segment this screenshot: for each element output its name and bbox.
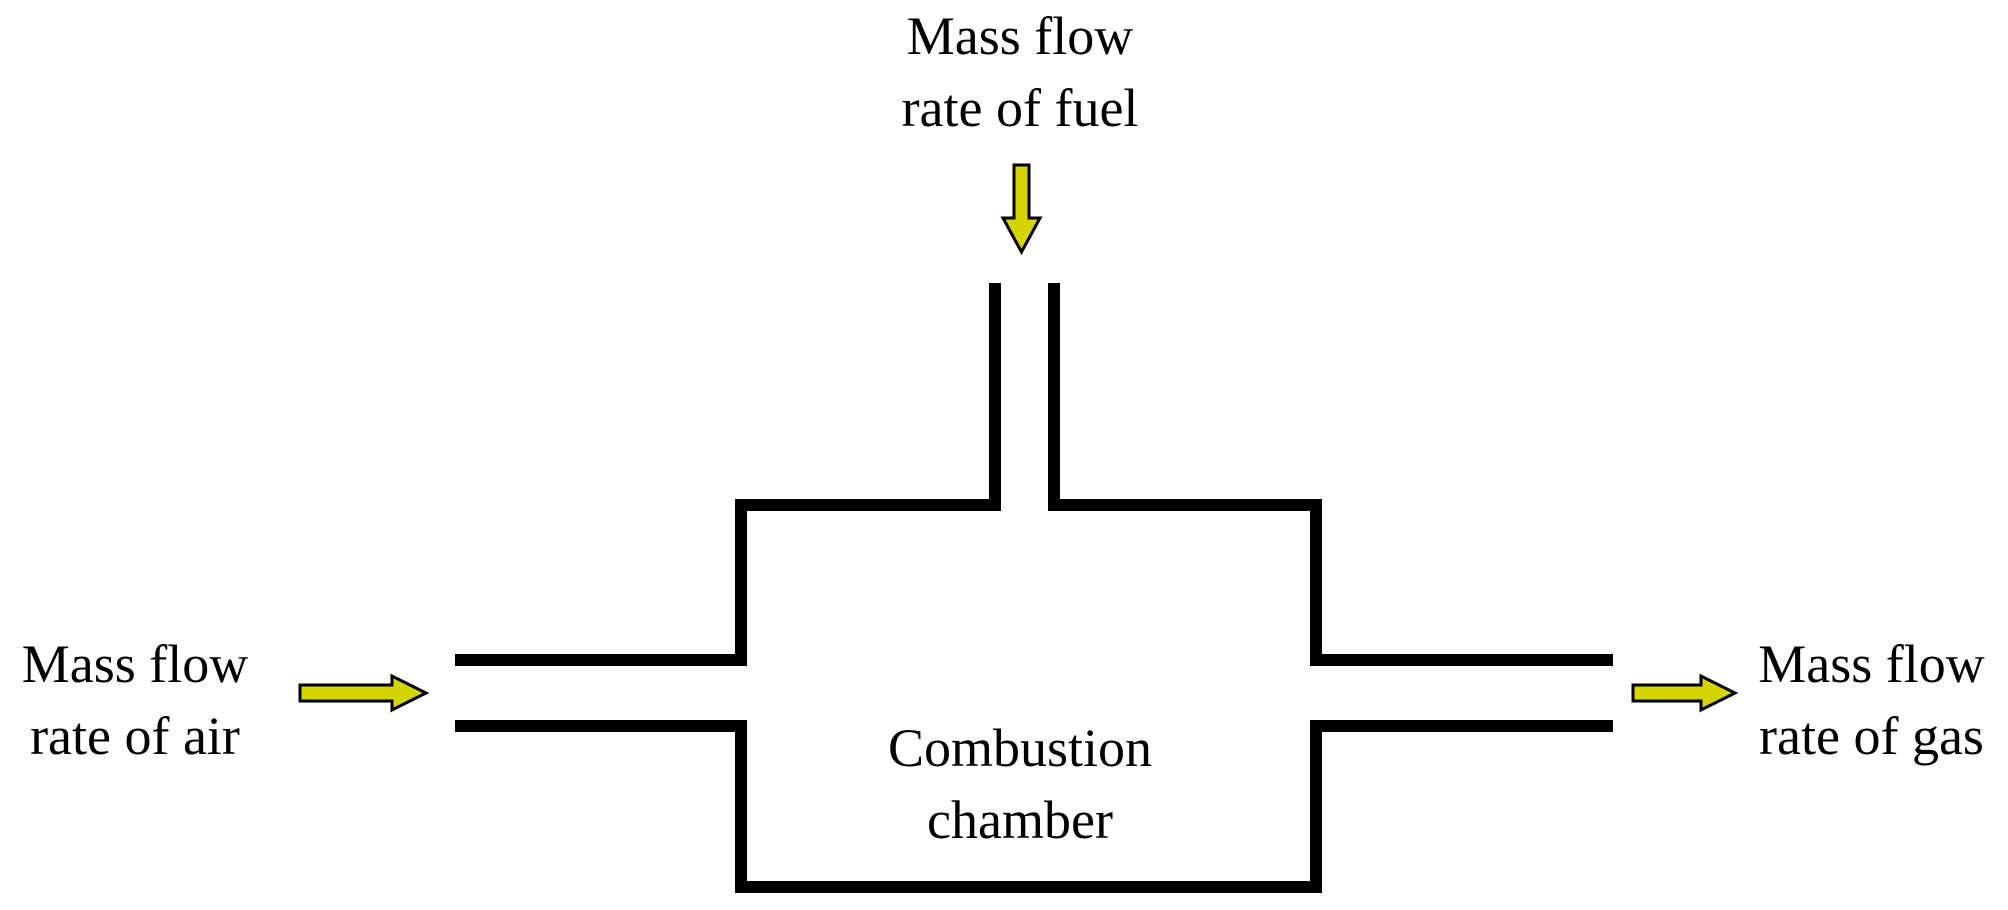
air-flow-label: Mass flow rate of air <box>0 628 270 772</box>
combustion-chamber-label-line2: chamber <box>927 790 1113 850</box>
gas-flow-label-line1: Mass flow <box>1758 634 1985 694</box>
combustion-chamber-label: Combustion chamber <box>870 712 1170 856</box>
fuel-flow-label-line2: rate of fuel <box>901 78 1139 138</box>
chamber-wall-left <box>455 283 1001 666</box>
fuel-flow-label-line1: Mass flow <box>906 6 1134 66</box>
chamber-wall-bottom <box>455 720 1613 893</box>
gas-flow-label: Mass flow rate of gas <box>1735 628 2008 772</box>
chamber-wall-right <box>1048 283 1613 666</box>
fuel-flow-label: Mass flow rate of fuel <box>820 0 1220 144</box>
gas-flow-label-line2: rate of gas <box>1759 706 1984 766</box>
air-flow-label-line2: rate of air <box>30 706 240 766</box>
fuel-arrow-icon <box>1000 163 1043 256</box>
air-flow-label-line1: Mass flow <box>21 634 249 694</box>
combustion-chamber-label-line1: Combustion <box>887 718 1153 778</box>
gas-arrow-icon <box>1631 673 1739 713</box>
air-arrow-icon <box>298 673 430 713</box>
